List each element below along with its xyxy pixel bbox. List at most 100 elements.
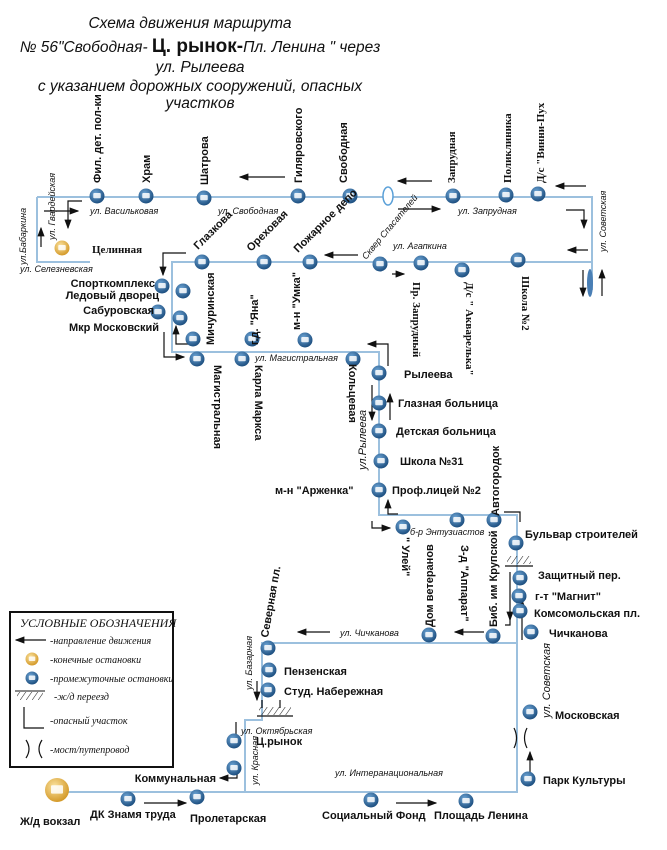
bus-stop[interactable]: Автогородок <box>486 445 503 528</box>
bus-stop-icon <box>486 512 502 528</box>
bus-stop[interactable]: Ледовый дворец <box>66 283 191 303</box>
bus-stop[interactable]: Целинная <box>54 240 143 257</box>
bus-stop[interactable]: Коммунальная <box>135 760 242 786</box>
title-via: Пл. Ленина " через <box>243 39 380 56</box>
stop-label: Чичканова <box>549 628 608 640</box>
terminal-stop-icon <box>45 778 69 802</box>
bus-stop-icon <box>512 570 528 586</box>
bus-stop-icon <box>234 351 250 367</box>
bus-stop-icon <box>508 535 524 551</box>
bus-stop-icon <box>454 262 470 278</box>
stop-label: Комсомольская пл. <box>534 608 640 620</box>
bus-stop[interactable]: г.д. "Яна" <box>244 294 262 347</box>
stop-label: Шатрова <box>199 135 211 185</box>
bus-stop[interactable]: Дом ветеранов <box>421 544 437 643</box>
bus-stop[interactable]: Школа №31 <box>373 453 464 469</box>
bus-stop-icon <box>372 256 388 272</box>
bus-stop-icon <box>261 662 277 678</box>
bus-stop-icon <box>89 188 105 204</box>
bus-stop[interactable]: Бульвар строителей <box>508 529 638 551</box>
bus-stop[interactable]: Спорткомплекс <box>71 278 170 294</box>
stop-label: Биб. им Крупской <box>488 530 500 627</box>
bus-stop[interactable]: Кольцевая <box>345 351 361 423</box>
road-terminal-loop <box>36 197 90 263</box>
stop-label: Пролетарская <box>190 813 266 825</box>
stop-label: г-т "Магнит" <box>535 591 601 603</box>
bus-stop[interactable]: Ж/д вокзал <box>19 778 80 828</box>
bus-stop-icon <box>413 255 429 271</box>
bus-stop[interactable]: Поликлиника <box>498 113 515 203</box>
bus-stop[interactable]: Площадь Ленина <box>434 793 529 823</box>
bus-stop[interactable]: Чичканова <box>523 624 609 641</box>
bus-stop[interactable]: Глазная больница <box>371 395 499 411</box>
bus-stop[interactable]: Глазкова <box>192 208 236 270</box>
arrow-down-icon <box>566 209 588 230</box>
stop-label: " Улей" <box>399 537 411 576</box>
bus-stop[interactable]: Свободная <box>338 122 358 204</box>
bus-stop[interactable]: Рылеева <box>371 365 454 382</box>
bus-stop[interactable]: Мкр Московский <box>69 310 188 335</box>
bus-stop[interactable]: Сабуровская <box>83 304 166 320</box>
bus-stop[interactable]: Магистральная <box>189 351 224 450</box>
bus-stop[interactable]: Ореховая <box>245 208 291 270</box>
bus-stop[interactable]: Гиляровского <box>290 107 306 204</box>
stop-label: Парк Культуры <box>543 775 626 787</box>
bus-stop[interactable]: Проф.лицей №2 <box>371 482 481 498</box>
bus-stop[interactable]: Пензенская <box>261 662 347 679</box>
bus-stop[interactable]: Парк Культуры <box>520 771 626 788</box>
bus-stop[interactable]: Студ. Набережная <box>260 682 384 699</box>
bus-stop[interactable]: Пр. Запрудный <box>410 255 429 358</box>
bus-stop-icon <box>120 791 136 807</box>
bus-stop[interactable]: Ц.рынок <box>226 733 303 749</box>
stop-label: Рылеева <box>404 369 453 381</box>
bus-stop-icon <box>244 331 260 347</box>
bus-stop[interactable]: Д/с " Акварелька" <box>454 262 476 376</box>
bus-stop-icon <box>395 519 411 535</box>
bus-stop[interactable]: Карла Маркса <box>234 351 265 442</box>
bus-stop[interactable]: г-т "Магнит" <box>511 588 601 604</box>
bus-stop[interactable]: Фил. дет. пол-ки <box>89 94 105 204</box>
street-label: ул. Интеранациональная <box>334 768 443 778</box>
street-label: ул.Бабаркина <box>18 208 28 266</box>
bus-stop[interactable]: м-н "Арженка" <box>275 485 354 497</box>
bus-stop[interactable]: Мичуринская <box>185 272 218 347</box>
bus-stop-icon <box>510 252 526 268</box>
bus-stop[interactable]: Д/с "Винни-Пух <box>530 102 548 202</box>
bus-stop[interactable]: Защитный пер. <box>512 570 621 586</box>
bus-stop[interactable]: Московская <box>522 704 620 723</box>
bus-stop-icon <box>297 332 313 348</box>
bus-stop-icon <box>226 760 242 776</box>
bus-stop[interactable]: ДК Знамя труда <box>90 791 177 822</box>
bus-stop[interactable]: " Улей" <box>395 519 412 577</box>
legend-label: -опасный участок <box>50 716 128 727</box>
bus-stop-icon <box>345 351 361 367</box>
intermediate-stop-icon <box>25 671 39 685</box>
street-label: ул. Гвардейская <box>47 173 57 241</box>
bridge-ellipse-icon <box>587 269 593 297</box>
bus-stop[interactable]: Социальный Фонд <box>322 792 426 823</box>
arrow-right-icon <box>371 521 392 532</box>
bus-stop[interactable]: Биб. им Крупской <box>485 530 501 644</box>
bus-stop-icon <box>194 254 210 270</box>
legend-label: -ж/д переезд <box>54 692 109 703</box>
bus-stop[interactable]: Храм <box>138 155 154 204</box>
bus-stop-icon <box>226 733 242 749</box>
street-label: ул. Запрудная <box>457 206 517 216</box>
stop-label: Ж/д вокзал <box>19 816 80 828</box>
bus-stop[interactable]: З-д "Аппарат" <box>449 512 471 622</box>
bus-stop[interactable]: м-н "Умка" <box>291 272 313 348</box>
street-label: ул.Рылеева <box>357 410 369 471</box>
stop-label: ДК Знамя труда <box>90 809 177 821</box>
bus-stop[interactable]: Запрудная <box>445 131 461 204</box>
street-label: ул. Красная <box>250 736 260 786</box>
bus-stop[interactable]: Северная пл. <box>259 565 284 656</box>
bus-stop[interactable]: Пролетарская <box>189 789 267 826</box>
street-label: ул. Чичканова <box>339 628 399 638</box>
bus-stop[interactable]: Школа №2 <box>510 252 532 332</box>
bus-stop[interactable]: Детская больница <box>371 423 497 439</box>
stop-label: Ледовый дворец <box>66 290 160 302</box>
bus-stop[interactable]: Шатрова <box>196 135 212 206</box>
bus-stop[interactable]: Комсомольская пл. <box>512 603 641 621</box>
street-label: ул. Магистральная <box>254 353 338 363</box>
